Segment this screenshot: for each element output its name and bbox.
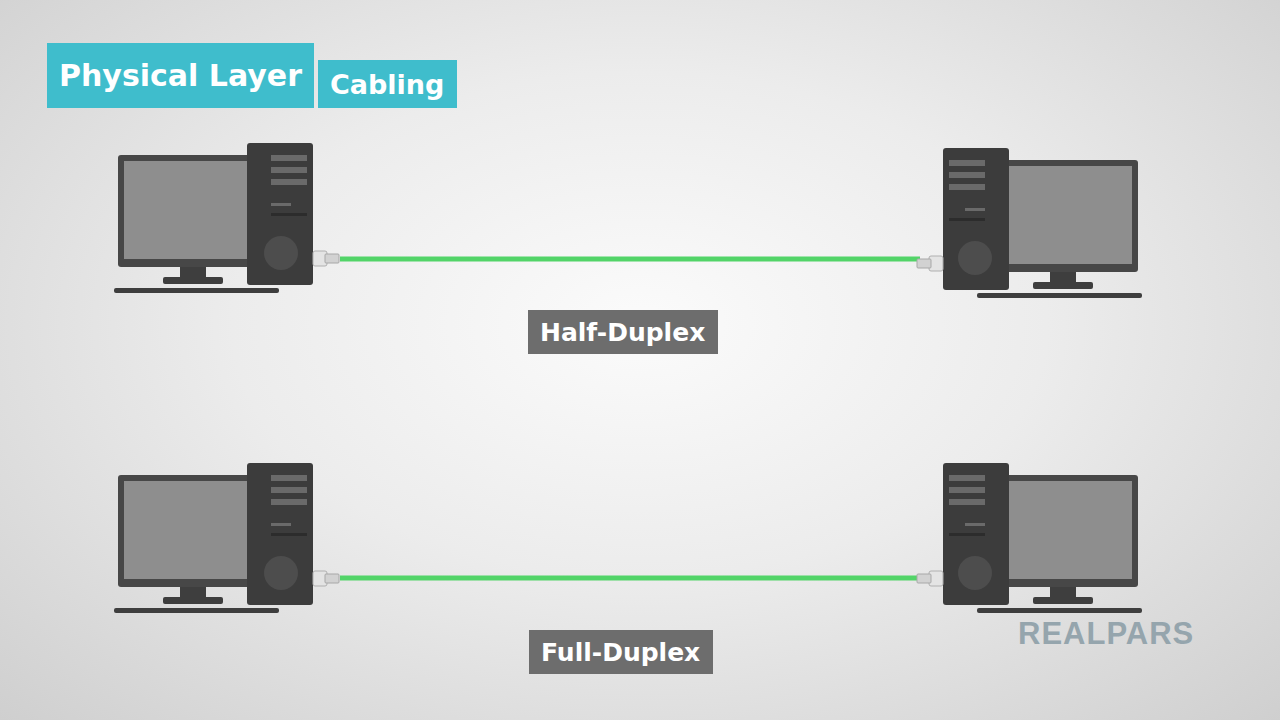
computer [917, 463, 1142, 613]
box-text: Half-Duplex [540, 318, 706, 347]
box-text: Physical Layer [59, 58, 302, 93]
cable [340, 576, 920, 581]
topic-tag: Cabling [318, 60, 457, 108]
computer [917, 148, 1142, 298]
box-text: Cabling [330, 69, 445, 100]
layer-tag: Physical Layer [47, 43, 314, 108]
mode-box: Half-Duplex [528, 310, 718, 354]
mode-box: Full-Duplex [529, 630, 713, 674]
cable [340, 257, 920, 262]
computer [114, 463, 339, 613]
computer [114, 143, 339, 293]
watermark: REALPARS [1018, 616, 1194, 652]
box-text: Full-Duplex [541, 638, 701, 667]
